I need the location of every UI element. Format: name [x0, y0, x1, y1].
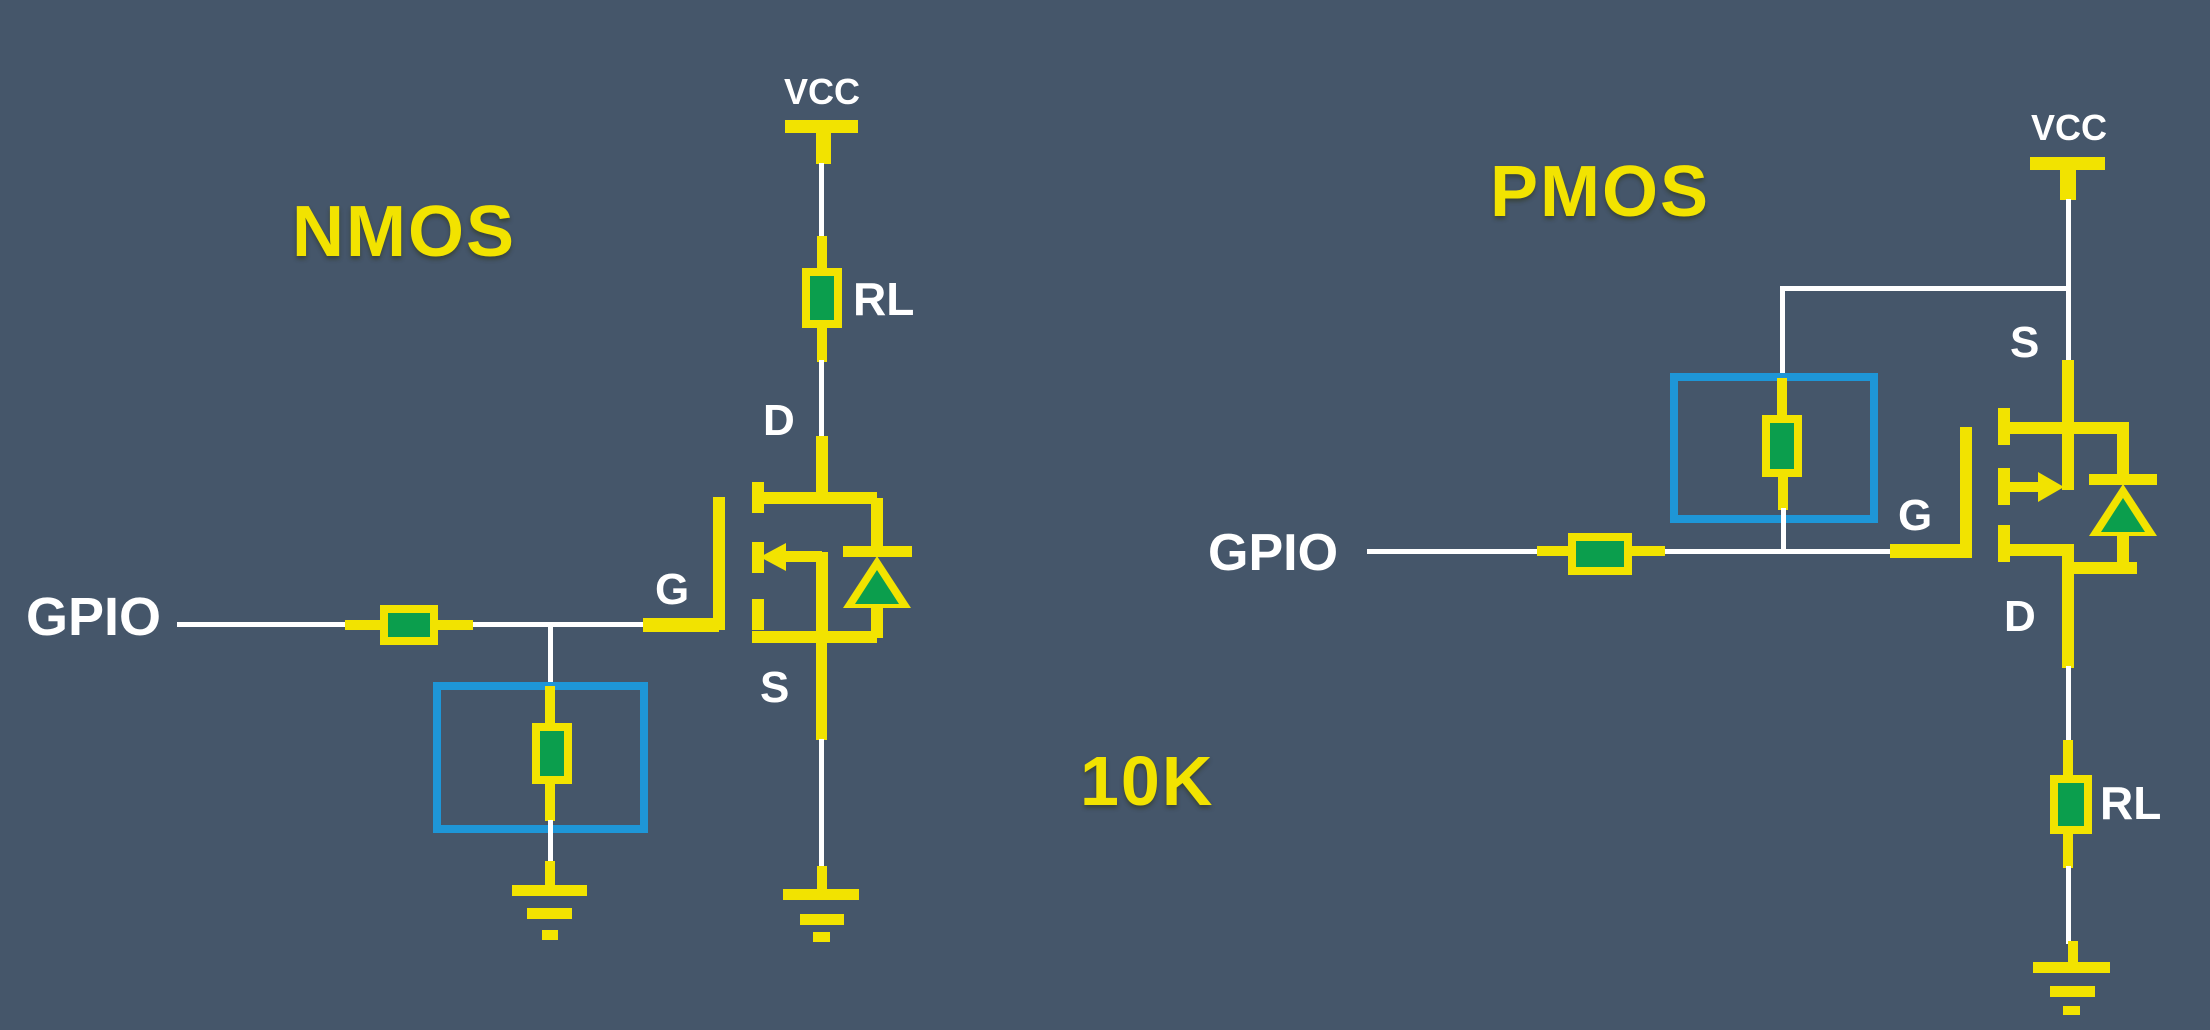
- nmos-pulldown-resistor: [532, 723, 572, 784]
- pmos-gpio-label: GPIO: [1208, 524, 1339, 582]
- pmos-body-arrow-icon: [2038, 472, 2064, 502]
- pmos-body-diode-bottom-wire: [2117, 533, 2129, 568]
- nmos-pulldown-highlight-box: [433, 682, 648, 833]
- pmos-source-wire-white: [2066, 288, 2071, 362]
- nmos-drain-connect-bar: [758, 492, 877, 504]
- pmos-vcc-branch-horizontal-wire: [1780, 286, 2071, 291]
- pmos-rl-label: RL: [2100, 777, 2162, 829]
- pmos-vcc-terminal-stub: [2060, 170, 2076, 200]
- pmos-ground-bar3: [2063, 1006, 2080, 1015]
- pmos-pullup-top-lead: [1777, 378, 1787, 418]
- nmos-body-arrow-line: [784, 551, 822, 562]
- pmos-gpio-wire-1: [1367, 549, 1537, 554]
- nmos-title: NMOS: [292, 192, 516, 272]
- pmos-series-resistor-right-lead: [1632, 546, 1665, 556]
- nmos-gpio-wire-2: [473, 622, 643, 627]
- nmos-gpio-label: GPIO: [26, 587, 162, 647]
- nmos-pulldown-ground-bar3: [542, 930, 558, 940]
- pmos-pullup-resistor: [1762, 415, 1802, 477]
- nmos-rl-top-lead: [817, 236, 827, 270]
- nmos-load-resistor: [802, 268, 842, 328]
- pmos-pullup-bottom-lead: [1778, 477, 1788, 510]
- pmos-source-label: S: [2010, 318, 2040, 367]
- nmos-source-ground-bar1: [783, 889, 859, 900]
- nmos-drain-label: D: [763, 396, 795, 445]
- pmos-ground-stub: [2068, 941, 2078, 964]
- nmos-source-lead: [816, 641, 827, 740]
- pmos-drain-wire-white: [2066, 666, 2071, 742]
- nmos-body-diode-bottom-wire: [871, 605, 883, 638]
- nmos-body-diode-cathode-bar: [843, 546, 912, 557]
- pmos-ground-bar1: [2033, 962, 2110, 973]
- nmos-source-ground-bar2: [800, 914, 844, 925]
- pmos-gpio-wire-2: [1665, 549, 1890, 554]
- nmos-drain-wire-white: [819, 360, 824, 438]
- pull-resistor-value-label: 10K: [1080, 742, 1215, 820]
- nmos-vcc-label: VCC: [784, 71, 861, 112]
- nmos-gate-label: G: [655, 565, 690, 614]
- nmos-vcc-terminal-bar: [785, 120, 858, 133]
- nmos-rl-label: RL: [853, 273, 915, 325]
- pmos-body-diode-top-wire: [2117, 427, 2129, 482]
- nmos-channel-dash-bottom: [752, 599, 764, 630]
- nmos-pulldown-branch-wire: [548, 622, 553, 684]
- pmos-channel-dash-middle: [1998, 468, 2010, 505]
- nmos-gpio-wire-1: [177, 622, 345, 627]
- nmos-source-ground-stub: [817, 866, 827, 891]
- nmos-source-label: S: [760, 663, 790, 712]
- nmos-pulldown-ground-wire: [548, 820, 553, 863]
- nmos-series-resistor-right-lead: [438, 620, 473, 630]
- nmos-pulldown-ground-bar1: [512, 885, 587, 896]
- pmos-pullup-highlight-box: [1670, 373, 1878, 523]
- nmos-rl-bottom-lead: [817, 326, 827, 362]
- pmos-gate-lead: [1890, 544, 1972, 558]
- pmos-pullup-branch-wire: [1780, 286, 1785, 375]
- pmos-rl-top-lead: [2063, 740, 2073, 777]
- pmos-vcc-label: VCC: [2031, 107, 2108, 148]
- nmos-source-ground-wire: [819, 739, 824, 869]
- pmos-body-diode-triangle-fill: [2101, 498, 2145, 532]
- nmos-vcc-terminal-stub: [816, 133, 831, 164]
- nmos-gate-bar: [713, 497, 725, 630]
- pmos-gate-label: G: [1898, 491, 1933, 540]
- pmos-body-arrow-line: [2008, 482, 2042, 492]
- nmos-body-diode-triangle-fill: [855, 570, 899, 604]
- pmos-load-resistor: [2050, 775, 2092, 834]
- nmos-gate-lead: [643, 618, 719, 632]
- nmos-pulldown-ground-bar2: [527, 908, 572, 919]
- nmos-source-connect-bar: [752, 631, 877, 643]
- nmos-pulldown-bottom-lead: [545, 783, 555, 821]
- pmos-body-diode-cathode-bar: [2089, 474, 2157, 485]
- nmos-series-resistor: [380, 605, 438, 645]
- pmos-ground-wire: [2066, 866, 2071, 944]
- pmos-vcc-wire: [2066, 199, 2071, 290]
- pmos-pullup-bottom-wire: [1781, 508, 1786, 553]
- nmos-body-arrow-icon: [760, 543, 786, 571]
- nmos-pulldown-top-lead: [545, 686, 555, 724]
- nmos-source-ground-bar3: [813, 932, 830, 942]
- pmos-drain-label: D: [2004, 592, 2036, 641]
- nmos-series-resistor-left-lead: [345, 620, 380, 630]
- pmos-vcc-terminal-bar: [2030, 157, 2105, 170]
- pmos-gate-bar: [1960, 427, 1972, 558]
- pmos-series-resistor: [1568, 533, 1632, 575]
- nmos-vcc-wire: [819, 163, 824, 238]
- pmos-drain-connect-bar: [2004, 544, 2074, 556]
- pmos-rl-bottom-lead: [2063, 832, 2073, 868]
- pmos-source-connect-bar: [2004, 422, 2129, 434]
- nmos-body-tie-wire: [816, 552, 828, 642]
- nmos-body-diode-top-wire: [871, 498, 883, 552]
- pmos-series-resistor-left-lead: [1537, 546, 1568, 556]
- nmos-pulldown-ground-stub: [545, 861, 555, 886]
- nmos-drain-lead: [816, 436, 828, 500]
- pmos-title: PMOS: [1490, 152, 1711, 232]
- pmos-ground-bar2: [2050, 986, 2095, 997]
- pmos-drain-lead: [2062, 572, 2074, 668]
